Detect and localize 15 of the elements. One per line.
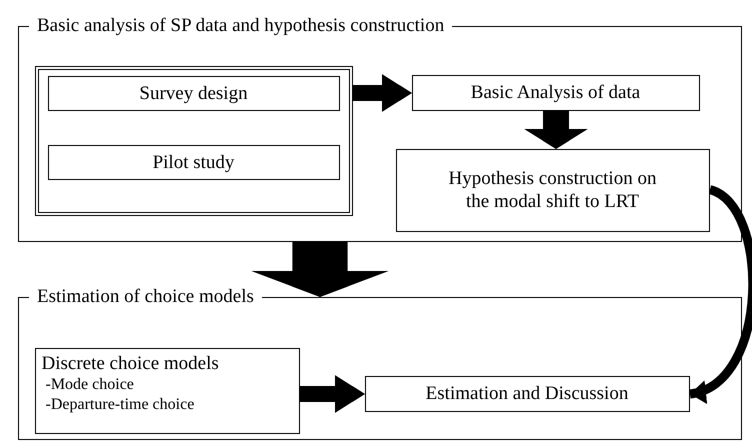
process-box: Basic Analysis of data — [412, 74, 700, 110]
process-box: Hypothesis construction on the modal shift to LRT — [396, 148, 710, 232]
process-box: Estimation and Discussion — [364, 376, 690, 412]
list-item: -Departure-time choice — [44, 394, 196, 414]
process-box: Pilot study — [48, 144, 340, 180]
box-heading: Discrete choice models — [42, 352, 220, 374]
process-box: Survey design — [48, 76, 340, 110]
list-item: -Mode choice — [44, 374, 135, 394]
process-box — [34, 348, 300, 434]
block-arrow — [353, 74, 412, 112]
block-arrow — [688, 186, 752, 401]
block-arrow — [251, 242, 389, 297]
block-arrow — [524, 111, 588, 149]
block-arrow — [300, 375, 365, 413]
double-border-box — [34, 66, 352, 216]
